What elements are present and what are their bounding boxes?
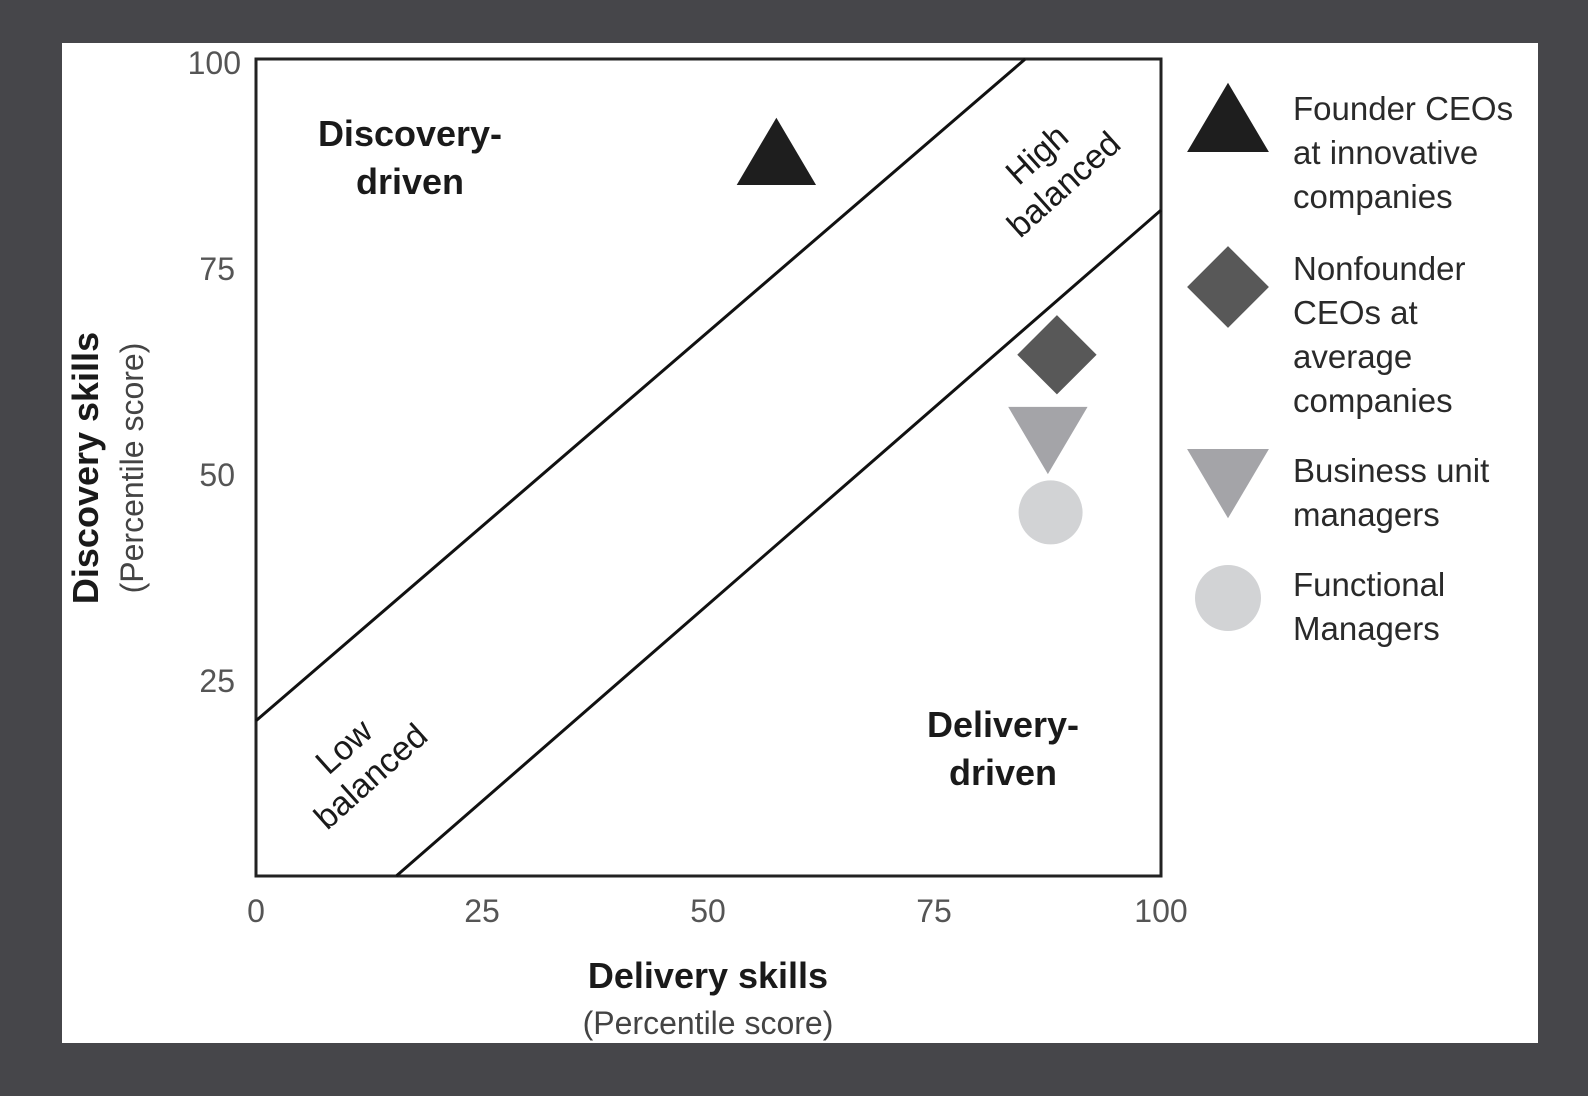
data-point-diamond-1 bbox=[1017, 315, 1097, 395]
y-tick-label-25: 25 bbox=[199, 663, 235, 699]
boundary-line-upper bbox=[255, 57, 1027, 722]
x-axis-title: Delivery skills bbox=[588, 955, 828, 996]
legend-label-0-line-1: at innovative bbox=[1293, 134, 1478, 171]
legend-label-2-line-1: managers bbox=[1293, 496, 1440, 533]
legend-label-1-line-0: Nonfounder bbox=[1293, 250, 1465, 287]
legend-marker-1 bbox=[1187, 246, 1269, 328]
y-axis-title: Discovery skills bbox=[65, 332, 106, 604]
y-tick-label-100: 100 bbox=[188, 45, 241, 81]
plot-frame bbox=[254, 57, 1163, 878]
x-tick-label-50: 50 bbox=[690, 893, 726, 929]
legend-marker-0 bbox=[1187, 82, 1269, 152]
y-tick-label-75: 75 bbox=[199, 251, 235, 287]
data-point-triangle-up-0 bbox=[736, 117, 817, 185]
legend-marker-2 bbox=[1187, 449, 1269, 519]
data-point-triangle-down-2 bbox=[1008, 406, 1088, 475]
region-label-delivery-driven-1: Delivery- bbox=[927, 704, 1079, 745]
legend-label-0-line-0: Founder CEOs bbox=[1293, 90, 1513, 127]
x-tick-label-25: 25 bbox=[464, 893, 500, 929]
legend-label-1-line-3: companies bbox=[1293, 382, 1453, 419]
data-point-circle-3 bbox=[1018, 480, 1083, 545]
x-tick-label-0: 0 bbox=[247, 893, 265, 929]
legend-label-2-line-0: Business unit bbox=[1293, 452, 1489, 489]
legend-label-0-line-2: companies bbox=[1293, 178, 1453, 215]
x-axis-subtitle: (Percentile score) bbox=[583, 1005, 834, 1041]
legend-marker-3 bbox=[1195, 565, 1261, 631]
region-label-delivery-driven-2: driven bbox=[949, 752, 1057, 793]
legend-label-1-line-2: average bbox=[1293, 338, 1412, 375]
boundary-line-lower bbox=[395, 209, 1162, 878]
legend-label-3-line-0: Functional bbox=[1293, 566, 1445, 603]
y-axis-subtitle: (Percentile score) bbox=[114, 343, 150, 594]
region-label-discovery-driven-1: Discovery- bbox=[318, 113, 502, 154]
legend-label-1-line-1: CEOs at bbox=[1293, 294, 1418, 331]
legend-label-3-line-1: Managers bbox=[1293, 610, 1440, 647]
x-tick-label-75: 75 bbox=[916, 893, 952, 929]
region-label-discovery-driven-2: driven bbox=[356, 161, 464, 202]
y-tick-label-50: 50 bbox=[199, 457, 235, 493]
x-tick-label-100: 100 bbox=[1134, 893, 1187, 929]
